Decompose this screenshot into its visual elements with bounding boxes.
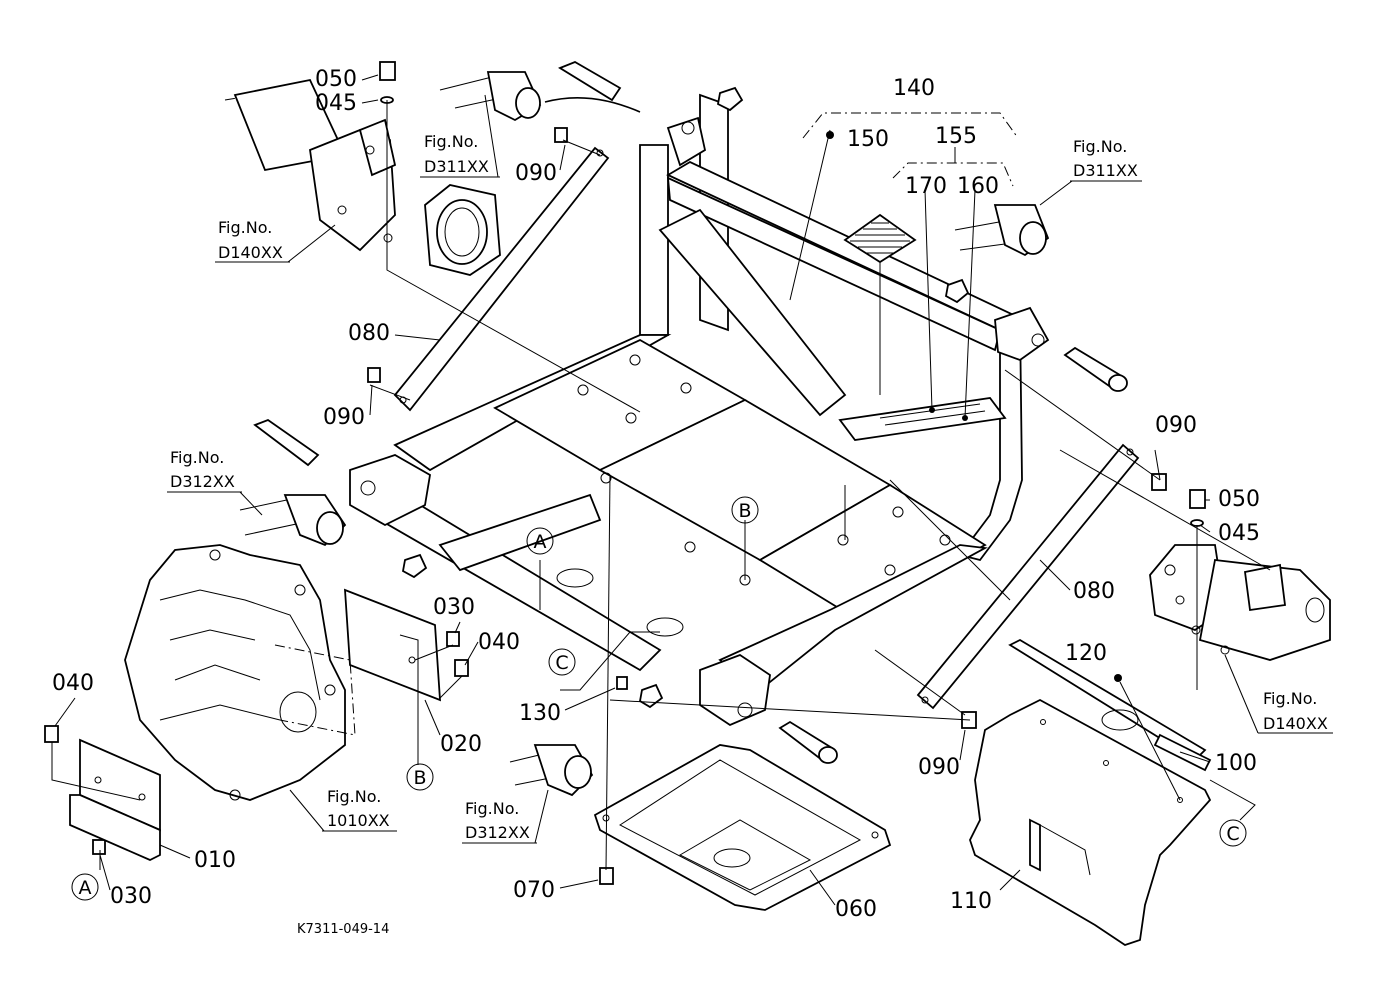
label-045-top: 045 (315, 91, 357, 116)
callout-a-frame: A (526, 527, 554, 555)
svg-text:Fig.No.: Fig.No. (327, 787, 381, 806)
label-090-left: 090 (323, 405, 365, 430)
svg-text:B: B (738, 500, 751, 522)
label-045-right: 045 (1218, 521, 1260, 546)
main-frame (349, 93, 1050, 727)
ref-1010xx: Fig.No. 1010XX (289, 787, 397, 832)
part-labels: 050 045 090 080 090 140 150 155 170 160 … (52, 67, 1260, 922)
label-leaders (54, 74, 1211, 906)
label-080-right: 080 (1073, 579, 1115, 604)
label-040-right: 040 (478, 630, 520, 655)
callout-b-frame: B (731, 496, 759, 524)
svg-text:D312XX: D312XX (170, 472, 235, 491)
label-040-left: 040 (52, 671, 94, 696)
svg-text:1010XX: 1010XX (327, 811, 390, 830)
left-axle-housing (224, 78, 501, 276)
transmission-case (124, 544, 356, 801)
svg-text:D312XX: D312XX (465, 823, 530, 842)
label-030-bottom: 030 (110, 884, 152, 909)
label-030-top: 030 (433, 595, 475, 620)
plate-020 (344, 588, 441, 702)
label-150: 150 (847, 127, 889, 152)
label-170: 170 (905, 174, 947, 199)
svg-text:Fig.No.: Fig.No. (1073, 137, 1127, 156)
label-160: 160 (957, 174, 999, 199)
decal-strip-160-170 (838, 397, 1007, 441)
plate-010 (69, 738, 161, 861)
label-100: 100 (1215, 751, 1257, 776)
label-050-top: 050 (315, 67, 357, 92)
svg-text:A: A (534, 531, 547, 553)
label-130: 130 (519, 701, 561, 726)
svg-text:C: C (1226, 823, 1239, 845)
figure-references: Fig.No. D311XX Fig.No. D311XX Fig.No. D1… (167, 94, 1333, 844)
drawing-code: K7311-049-14 (297, 922, 389, 937)
svg-text:C: C (555, 652, 568, 674)
label-140: 140 (893, 76, 935, 101)
ref-d312xx-left: Fig.No. D312XX (167, 448, 263, 516)
svg-text:D311XX: D311XX (1073, 161, 1138, 180)
label-110: 110 (950, 889, 992, 914)
leader-lines (51, 100, 1271, 871)
callout-c-cover: C (1209, 779, 1256, 847)
label-010: 010 (194, 848, 236, 873)
link-bar-080-left (393, 146, 610, 412)
ref-d311xx-right: Fig.No. D311XX (1039, 137, 1142, 206)
svg-text:D311XX: D311XX (424, 157, 489, 176)
callouts: A A B B C C (71, 496, 1256, 901)
lift-arm-pins (239, 71, 1050, 797)
callout-b-plate: B (406, 763, 434, 791)
callout-a-plate: A (71, 873, 99, 901)
right-axle-housing (1149, 544, 1331, 661)
label-090-top: 090 (515, 161, 557, 186)
label-120: 120 (1065, 641, 1107, 666)
label-090-right: 090 (1155, 413, 1197, 438)
label-060: 060 (835, 897, 877, 922)
svg-text:D140XX: D140XX (1263, 714, 1328, 733)
svg-text:Fig.No.: Fig.No. (170, 448, 224, 467)
cover-110 (969, 698, 1212, 946)
label-080-left: 080 (348, 321, 390, 346)
decal-150 (843, 213, 917, 264)
svg-text:Fig.No.: Fig.No. (1263, 689, 1317, 708)
guard-060 (593, 744, 892, 911)
label-020: 020 (440, 732, 482, 757)
ref-d312xx-front: Fig.No. D312XX (462, 789, 549, 844)
callout-c-frame: C (548, 631, 660, 691)
svg-text:Fig.No.: Fig.No. (218, 218, 272, 237)
svg-text:A: A (79, 877, 92, 899)
svg-text:B: B (413, 767, 426, 789)
ref-d140xx-left: Fig.No. D140XX (215, 218, 336, 263)
link-bar-080-right (916, 443, 1140, 710)
ref-d311xx-top: Fig.No. D311XX (420, 94, 500, 178)
group-brackets (802, 112, 1019, 187)
label-090-bottom: 090 (918, 755, 960, 780)
ref-d140xx-right: Fig.No. D140XX (1224, 654, 1333, 734)
svg-text:Fig.No.: Fig.No. (424, 132, 478, 151)
label-155: 155 (935, 124, 977, 149)
label-070: 070 (513, 878, 555, 903)
svg-text:D140XX: D140XX (218, 243, 283, 262)
label-050-right: 050 (1218, 487, 1260, 512)
svg-text:Fig.No.: Fig.No. (465, 799, 519, 818)
